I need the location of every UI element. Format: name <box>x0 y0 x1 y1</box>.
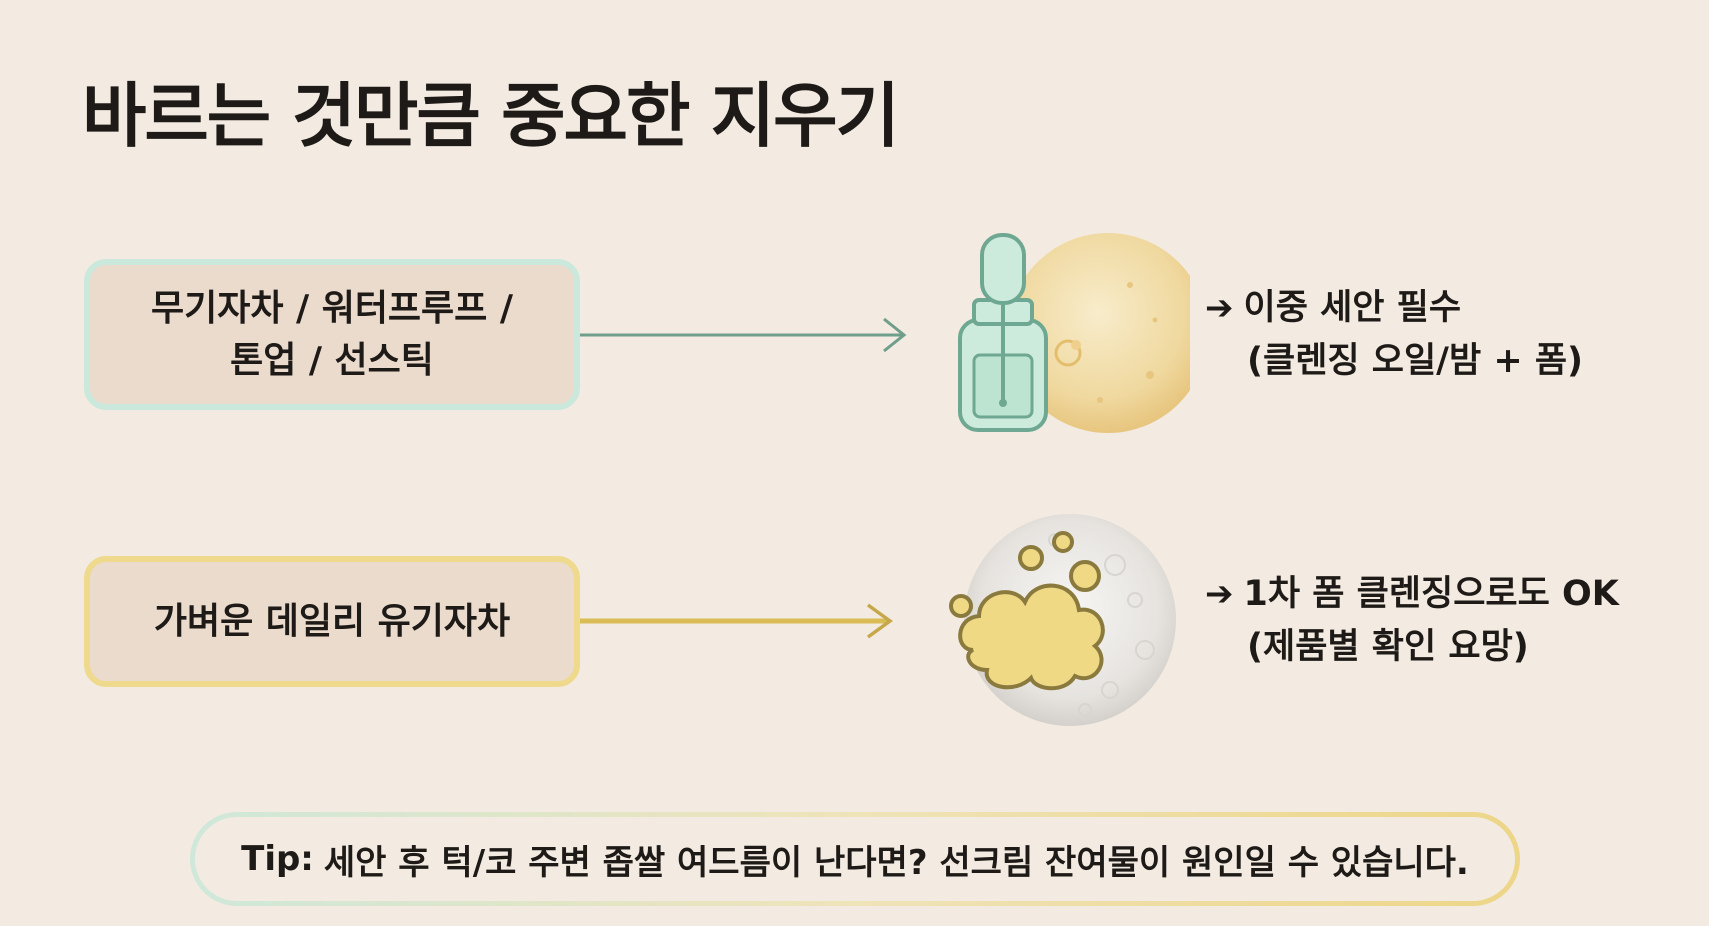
result-text-2: ➔ 1차 폼 클렌징으로도 OK (제품별 확인 요망) <box>1205 568 1619 673</box>
result-text-1: ➔ 이중 세안 필수 (클렌징 오일/밤 + 폼) <box>1205 282 1583 387</box>
result-primary: 1차 폼 클렌징으로도 OK <box>1243 574 1619 614</box>
page-title: 바르는 것만큼 중요한 지우기 <box>82 75 900 157</box>
dropper-bottle-oil-icon <box>958 233 1190 433</box>
result-primary: 이중 세안 필수 <box>1243 288 1462 328</box>
product-label-line: 가벼운 데일리 유기자차 <box>153 600 511 642</box>
product-box-light-sunscreen: 가벼운 데일리 유기자차 <box>84 556 580 687</box>
foam-bubbles-icon <box>949 514 1176 726</box>
product-label-line: 톤업 / 선스틱 <box>230 339 434 381</box>
right-arrow-icon: ➔ <box>1205 287 1234 328</box>
tip-label: Tip: <box>241 839 314 879</box>
product-label-line: 무기자차 / 워터프루프 / <box>151 288 513 330</box>
product-box-heavy-sunscreen: 무기자차 / 워터프루프 / 톤업 / 선스틱 <box>84 259 580 410</box>
result-secondary: (제품별 확인 요망) <box>1247 626 1529 667</box>
right-arrow-icon: ➔ <box>1205 573 1234 614</box>
tip-text: 세안 후 턱/코 주변 좁쌀 여드름이 난다면? 선크림 잔여물이 원인일 수 … <box>323 842 1469 883</box>
tip-banner: Tip: 세안 후 턱/코 주변 좁쌀 여드름이 난다면? 선크림 잔여물이 원… <box>190 812 1520 906</box>
result-secondary: (클렌징 오일/밤 + 폼) <box>1247 340 1584 381</box>
